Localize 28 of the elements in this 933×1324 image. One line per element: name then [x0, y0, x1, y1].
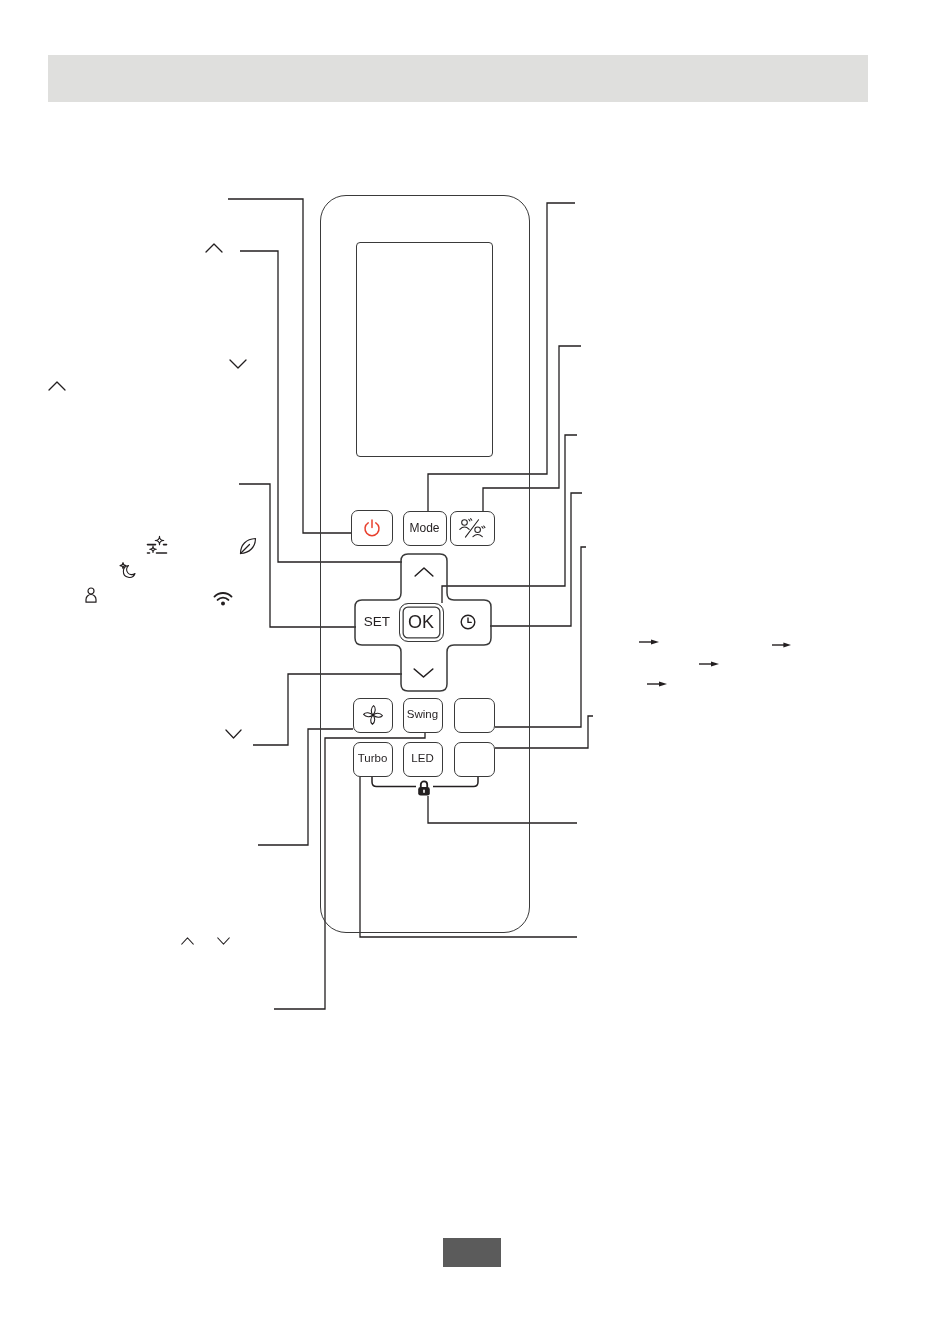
leader-line	[359, 776, 578, 938]
person-button	[449, 510, 495, 546]
leader-line	[257, 728, 354, 846]
direction-pad	[354, 553, 491, 691]
mode-button: Mode	[402, 510, 447, 546]
swing-button: Swing	[402, 697, 443, 733]
leader-line	[227, 198, 352, 534]
leader-line	[252, 673, 403, 746]
empty-button	[453, 697, 495, 733]
leader-line	[441, 434, 578, 604]
led-button: LED	[402, 741, 443, 777]
leader-line	[482, 345, 582, 512]
leader-line	[427, 795, 578, 824]
lock-icon	[416, 779, 431, 796]
leader-line	[494, 715, 594, 749]
ok-button: OK	[398, 602, 444, 642]
display-screen	[355, 241, 493, 457]
remote-control-body	[320, 195, 530, 933]
leader-line	[238, 483, 357, 628]
power-button	[350, 509, 393, 546]
turbo-button: Turbo	[352, 741, 393, 777]
leader-line	[489, 492, 583, 627]
leader-line	[427, 202, 576, 512]
set-key: SET	[355, 600, 399, 644]
leader-line	[273, 732, 426, 1010]
blank-button	[453, 741, 495, 777]
fan-button	[352, 697, 393, 733]
leader-line	[494, 546, 587, 728]
